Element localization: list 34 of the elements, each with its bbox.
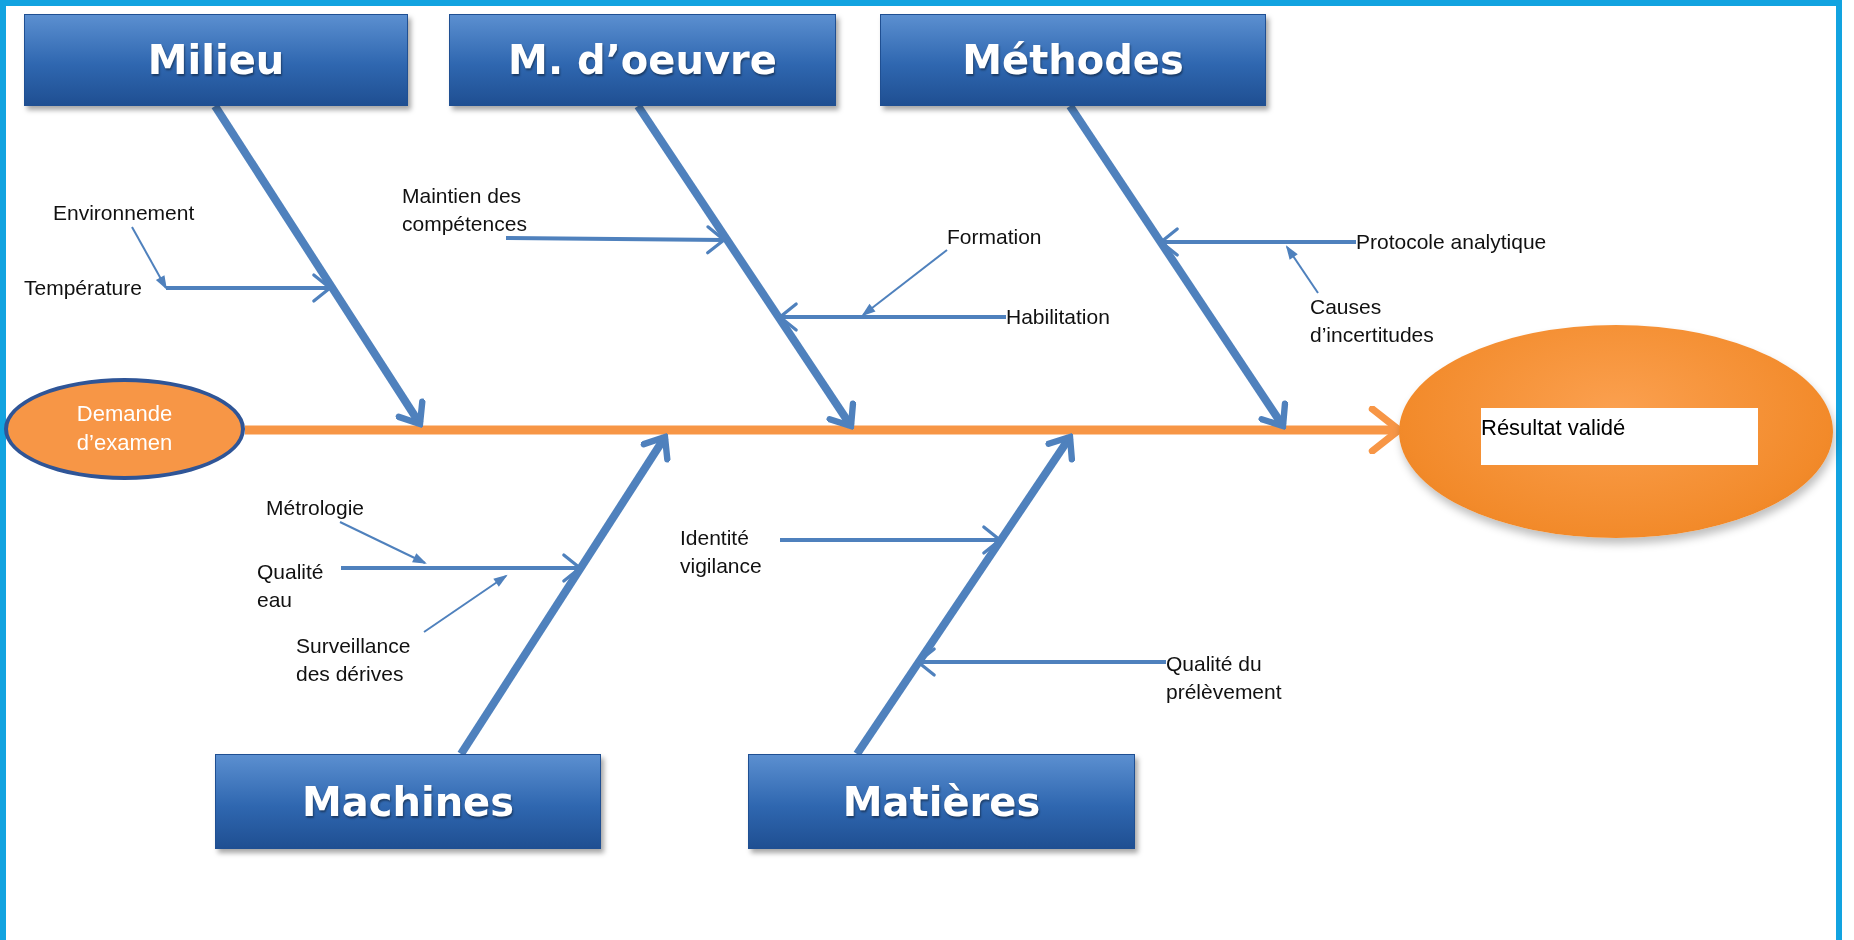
category-title: Matières xyxy=(842,778,1041,825)
arrow xyxy=(505,225,726,255)
cause-label: Qualité eau xyxy=(257,558,341,614)
arrow xyxy=(166,273,332,303)
cause-label: Identité vigilance xyxy=(680,524,780,580)
category-title: Milieu xyxy=(147,37,285,83)
arrow xyxy=(780,525,1002,555)
cause-label: Qualité du prélèvement xyxy=(1166,650,1316,706)
start-label: Demande d’examen xyxy=(75,400,174,457)
category-title: Machines xyxy=(301,778,515,825)
arrow xyxy=(1285,245,1319,294)
arrow xyxy=(341,553,582,583)
arrow xyxy=(861,249,948,317)
arrow xyxy=(131,226,167,290)
cause-label: Maintien des compétences xyxy=(402,182,552,238)
result-label: Résultat validé xyxy=(1481,408,1758,465)
category-box xyxy=(748,754,1135,849)
arrow xyxy=(339,521,427,564)
arrow xyxy=(423,574,508,633)
category-title: M. d’oeuvre xyxy=(508,37,777,83)
cause-label: Habilitation xyxy=(1006,303,1131,331)
cause-label: Environnement xyxy=(53,199,218,227)
cause-label: Surveillance des dérives xyxy=(296,632,426,688)
cause-label: Température xyxy=(24,274,166,302)
arrow xyxy=(778,302,1006,332)
category-box xyxy=(449,14,836,106)
cause-label: Métrologie xyxy=(266,494,366,522)
category-title: Méthodes xyxy=(962,37,1184,83)
category-box xyxy=(24,14,408,106)
cause-label: Formation xyxy=(947,223,1057,251)
category-box xyxy=(880,14,1266,106)
category-box xyxy=(215,754,601,849)
cause-label: Causes d’incertitudes xyxy=(1310,293,1460,349)
cause-label: Protocole analytique xyxy=(1356,228,1586,256)
